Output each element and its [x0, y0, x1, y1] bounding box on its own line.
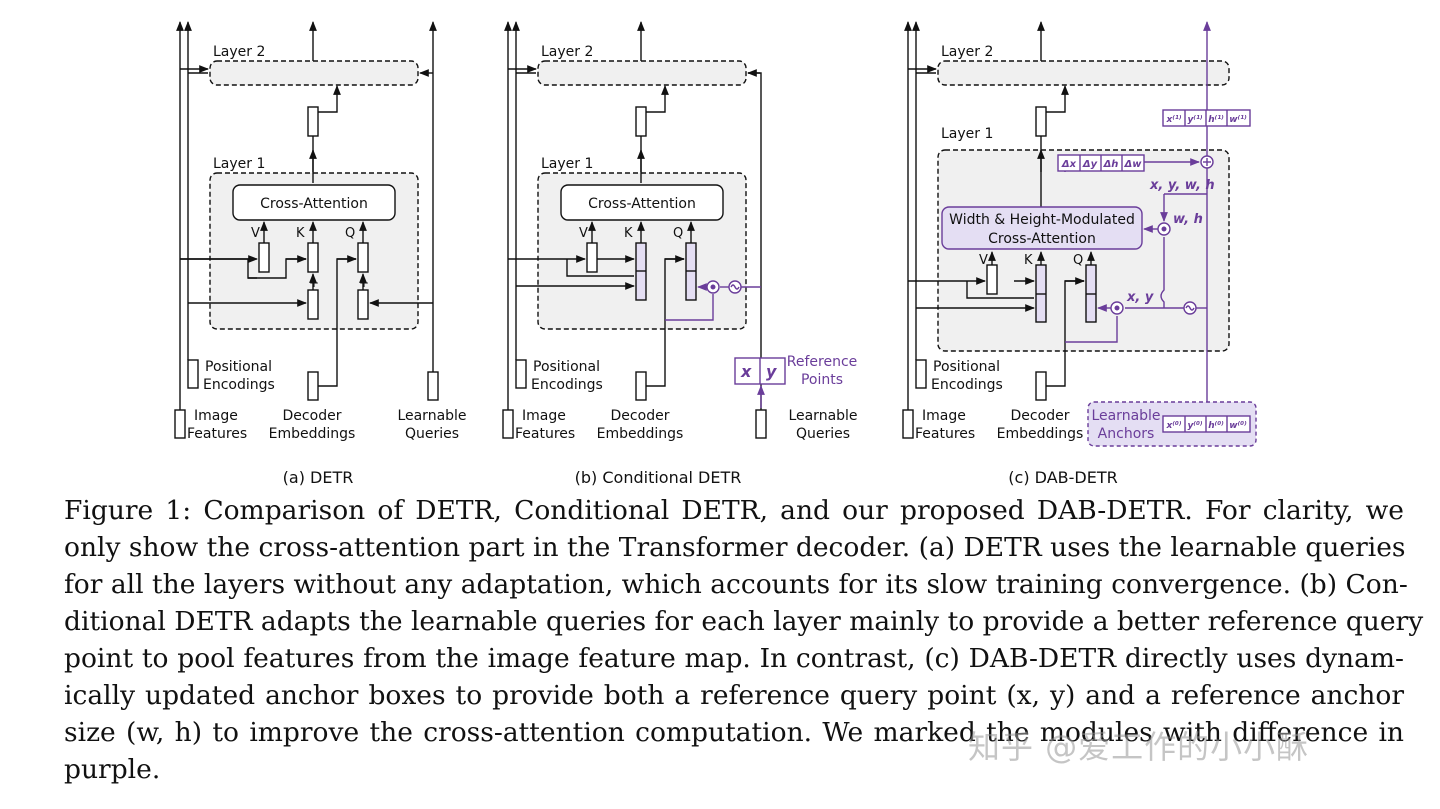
svg-text:+: +: [359, 276, 369, 290]
svg-text:V: V: [251, 226, 260, 241]
svg-text:Decoder: Decoder: [1011, 408, 1070, 424]
svg-text:Layer 2: Layer 2: [941, 44, 993, 60]
svg-text:Cross-Attention: Cross-Attention: [988, 231, 1096, 247]
svg-text:Q: Q: [1073, 253, 1083, 268]
svg-text:Layer 1: Layer 1: [541, 156, 593, 172]
svg-text:Δx: Δx: [1061, 159, 1077, 170]
panel-a-labels: Layer 2 Layer 1 Cross-Attention V K Q + …: [187, 44, 467, 442]
caption-line: purple.: [64, 754, 161, 785]
svg-text:Reference: Reference: [787, 354, 858, 370]
svg-text:V: V: [979, 253, 988, 268]
svg-text:Δy: Δy: [1082, 159, 1098, 170]
svg-text:Positional: Positional: [933, 359, 1000, 375]
svg-text:Layer 1: Layer 1: [213, 156, 265, 172]
svg-text:Q: Q: [673, 226, 683, 241]
svg-text:y⁽¹⁾: y⁽¹⁾: [1188, 115, 1203, 125]
svg-text:+: +: [309, 276, 319, 290]
svg-text:Δw: Δw: [1124, 159, 1143, 170]
cross-attention-box: [232, 184, 396, 221]
panel-b-purple: [665, 280, 786, 408]
svg-text:Layer 2: Layer 2: [541, 44, 593, 60]
subcaption-dab-detr: (c) DAB-DETR: [1008, 468, 1118, 487]
panel-c-labels: Layer 2 Layer 1 Width & Height-Modulated…: [915, 44, 1247, 442]
svg-text:Features: Features: [915, 426, 975, 442]
caption-line: point to pool features from the image fe…: [64, 643, 1404, 674]
svg-text:Positional: Positional: [533, 359, 600, 375]
svg-text:w, h: w, h: [1173, 212, 1203, 227]
svg-text:x, y, w, h: x, y, w, h: [1149, 178, 1215, 193]
subcaption-conditional-detr: (b) Conditional DETR: [574, 468, 742, 487]
svg-text:Embeddings: Embeddings: [269, 426, 356, 442]
svg-text:Q: Q: [345, 226, 355, 241]
watermark: 知乎 @爱工作的小小酥: [968, 728, 1310, 766]
caption-line: ically updated anchor boxes to provide b…: [64, 680, 1404, 711]
svg-text:Image: Image: [522, 408, 566, 424]
svg-text:Cross-Attention: Cross-Attention: [588, 196, 696, 212]
svg-text:Encodings: Encodings: [931, 377, 1003, 393]
panel-b: [502, 21, 767, 439]
svg-text:Width & Height-Modulated: Width & Height-Modulated: [949, 212, 1135, 228]
svg-text:Anchors: Anchors: [1098, 426, 1155, 442]
svg-text:x: x: [740, 362, 752, 381]
svg-text:K: K: [296, 226, 305, 241]
svg-text:Learnable: Learnable: [397, 408, 466, 424]
svg-text:Δh: Δh: [1103, 159, 1119, 170]
caption-line: Figure 1: Comparison of DETR, Conditiona…: [64, 495, 1404, 526]
svg-text:K: K: [624, 226, 633, 241]
svg-text:Layer 1: Layer 1: [941, 126, 993, 142]
svg-text:Decoder: Decoder: [283, 408, 342, 424]
svg-text:Points: Points: [801, 372, 843, 388]
panel-c: [902, 21, 1230, 439]
panel-b-labels: Layer 2 Layer 1 Cross-Attention V K Q x …: [515, 44, 858, 442]
svg-text:y: y: [766, 362, 777, 381]
svg-text:Learnable: Learnable: [788, 408, 857, 424]
svg-text:Decoder: Decoder: [611, 408, 670, 424]
subcaption-detr: (a) DETR: [282, 468, 354, 487]
svg-text:Learnable: Learnable: [1091, 408, 1160, 424]
svg-text:K: K: [1024, 253, 1033, 268]
svg-text:Queries: Queries: [796, 426, 850, 442]
panel-c-purple: [941, 21, 1257, 447]
layer2-box: [209, 60, 419, 86]
svg-text:h⁽¹⁾: h⁽¹⁾: [1208, 115, 1224, 125]
svg-text:Layer 2: Layer 2: [213, 44, 265, 60]
svg-text:Queries: Queries: [405, 426, 459, 442]
svg-text:Features: Features: [187, 426, 247, 442]
svg-text:x⁽⁰⁾: x⁽⁰⁾: [1166, 421, 1182, 431]
svg-text:w⁽¹⁾: w⁽¹⁾: [1229, 115, 1247, 125]
svg-text:Features: Features: [515, 426, 575, 442]
svg-text:x, y: x, y: [1126, 290, 1154, 305]
svg-text:V: V: [579, 226, 588, 241]
caption-line: size (w, h) to improve the cross-attenti…: [64, 717, 1404, 748]
svg-text:Encodings: Encodings: [531, 377, 603, 393]
panel-a: [174, 21, 439, 439]
figure-diagram: Layer 2 Layer 1 Cross-Attention V K Q + …: [174, 21, 1257, 447]
caption-line: for all the layers without any adaptatio…: [64, 569, 1408, 600]
svg-text:Embeddings: Embeddings: [997, 426, 1084, 442]
figure-caption: Figure 1: Comparison of DETR, Conditiona…: [64, 492, 1424, 788]
svg-text:Encodings: Encodings: [203, 377, 275, 393]
svg-text:y⁽⁰⁾: y⁽⁰⁾: [1188, 421, 1203, 431]
caption-line: ditional DETR adapts the learnable queri…: [64, 606, 1424, 637]
svg-text:Image: Image: [194, 408, 238, 424]
svg-text:Embeddings: Embeddings: [597, 426, 684, 442]
caption-line: only show the cross-attention part in th…: [64, 532, 1406, 563]
svg-text:x⁽¹⁾: x⁽¹⁾: [1166, 115, 1182, 125]
svg-text:Cross-Attention: Cross-Attention: [260, 196, 368, 212]
svg-text:w⁽⁰⁾: w⁽⁰⁾: [1229, 421, 1247, 431]
wh-modulated-attention-box: [941, 206, 1143, 250]
svg-text:h⁽⁰⁾: h⁽⁰⁾: [1208, 421, 1224, 431]
svg-text:Image: Image: [922, 408, 966, 424]
svg-text:Positional: Positional: [205, 359, 272, 375]
